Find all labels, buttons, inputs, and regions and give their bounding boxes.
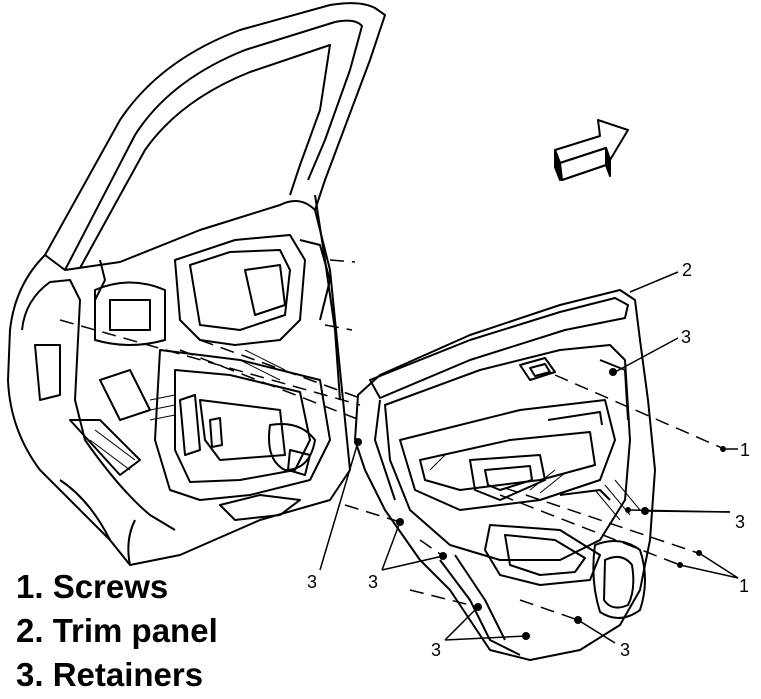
- callout-retainer-upper-right: 3: [681, 327, 691, 347]
- callout-retainer-mid-left: 3: [368, 572, 378, 592]
- screw-markers: [677, 446, 726, 568]
- leader-lines: [319, 271, 739, 644]
- window-frame: [44, 2, 386, 256]
- alignment-lines: [59, 259, 723, 621]
- callout-retainer-bottom-right: 3: [620, 640, 630, 660]
- callout-screw-top: 1: [740, 440, 750, 460]
- callout-trim-panel: 2: [682, 260, 692, 280]
- legend-item-screws: 1. Screws: [16, 568, 169, 605]
- retainer-dot: [609, 368, 617, 376]
- trim-panel: [354, 289, 656, 661]
- callout-retainer-bottom-left: 3: [431, 640, 441, 660]
- callout-retainer-left: 3: [307, 572, 317, 592]
- door-body: [7, 200, 351, 566]
- arrow-right-icon: [554, 119, 629, 181]
- legend-item-trim-panel: 2. Trim panel: [16, 612, 218, 649]
- trim-panel-outline: [354, 289, 656, 661]
- door-shading: [89, 349, 286, 471]
- legend-item-retainers: 3. Retainers: [16, 656, 204, 693]
- callout-screw-bottom: 1: [739, 576, 749, 596]
- door-frame: [7, 2, 386, 566]
- callout-retainer-right: 3: [735, 512, 745, 532]
